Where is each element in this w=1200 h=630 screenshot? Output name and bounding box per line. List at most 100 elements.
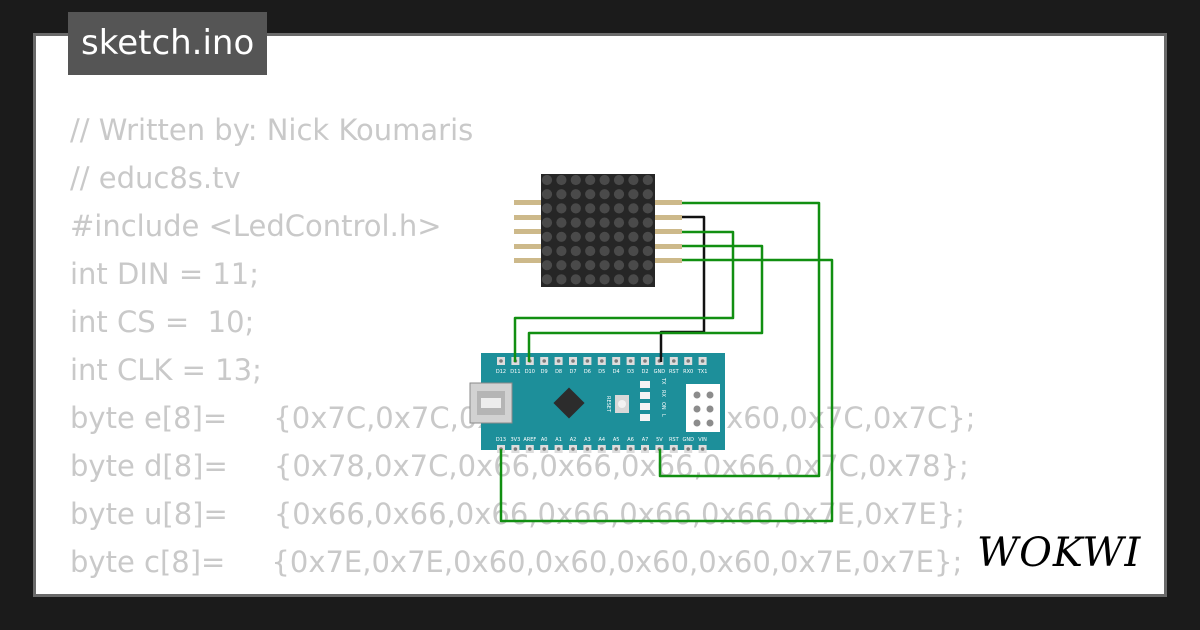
- nano-pin-label: D6: [584, 369, 591, 375]
- nano-pin-label: D3: [627, 369, 634, 375]
- code-line: // educ8s.tv: [70, 161, 241, 195]
- matrix-led: [541, 203, 553, 214]
- icsp-pin: [693, 419, 701, 427]
- matrix-led: [556, 231, 567, 242]
- matrix-led: [642, 245, 653, 257]
- code-line: int DIN = 11;: [70, 257, 260, 291]
- matrix-led: [599, 245, 610, 257]
- matrix-led: [570, 189, 581, 200]
- matrix-led: [628, 245, 639, 257]
- file-tab[interactable]: sketch.ino: [68, 12, 268, 75]
- matrix-led: [541, 231, 553, 242]
- matrix-led: [613, 274, 625, 285]
- wires: [499, 201, 834, 523]
- matrix-led: [570, 260, 581, 271]
- matrix-led: [642, 203, 653, 214]
- matrix-led: [599, 274, 610, 285]
- matrix-dots: [541, 174, 653, 285]
- icsp-pin: [693, 391, 701, 399]
- matrix-led: [613, 245, 625, 257]
- matrix-led: [585, 231, 596, 242]
- matrix-led: [599, 260, 610, 271]
- matrix-led: [613, 203, 625, 214]
- matrix-pins-right: [655, 200, 682, 263]
- led-label-on: ON: [660, 402, 666, 410]
- code-line: byte u[8]= {0x66,0x66,0x66,0x66,0x66,0x6…: [70, 497, 965, 531]
- matrix-led: [556, 174, 567, 186]
- icsp-header: [693, 391, 714, 427]
- matrix-led: [642, 274, 653, 285]
- nano-pin-label: D10: [525, 369, 535, 375]
- led-label-tx: TX: [660, 377, 666, 385]
- nano-pin-label: A0: [541, 437, 548, 443]
- matrix-led: [613, 260, 625, 271]
- nano-pin-label: A5: [613, 437, 620, 443]
- nano-pin-label: A1: [555, 437, 562, 443]
- led-matrix[interactable]: [514, 174, 682, 287]
- nano-pin-label: D8: [555, 369, 562, 375]
- nano-pin-label: GND: [654, 369, 666, 375]
- matrix-led: [599, 217, 610, 228]
- matrix-led: [628, 189, 639, 200]
- matrix-led: [570, 231, 581, 242]
- wire-vcc: [658, 201, 821, 478]
- matrix-led: [613, 189, 625, 200]
- matrix-led: [570, 203, 581, 214]
- matrix-led: [585, 217, 596, 228]
- matrix-led: [628, 260, 639, 271]
- matrix-led: [642, 174, 653, 186]
- nano-pin-label: A2: [570, 437, 577, 443]
- matrix-led: [628, 231, 639, 242]
- matrix-led: [599, 203, 610, 214]
- matrix-led: [613, 174, 625, 186]
- matrix-led: [628, 217, 639, 228]
- matrix-led: [585, 203, 596, 214]
- nano-pin-label: 3V3: [511, 437, 521, 443]
- icsp-pin: [706, 405, 714, 413]
- matrix-led: [628, 203, 639, 214]
- icsp-pin: [706, 419, 714, 427]
- nano-pin-label: TX1: [697, 369, 708, 375]
- icsp-pin: [693, 405, 701, 413]
- matrix-led: [556, 203, 567, 214]
- nano-pin-label: D2: [641, 369, 648, 375]
- nano-pins-bottom: [497, 445, 707, 453]
- matrix-led: [585, 245, 596, 257]
- code-line: #include <LedControl.h>: [70, 209, 442, 243]
- matrix-led: [541, 260, 553, 271]
- nano-pin-label: VIN: [698, 437, 707, 443]
- matrix-led: [541, 189, 553, 200]
- matrix-led: [556, 245, 567, 257]
- nano-pin-label: A7: [642, 437, 649, 443]
- wokwi-logo-text: WOKWI: [977, 530, 1141, 576]
- matrix-led: [541, 245, 553, 257]
- wire-gnd: [659, 215, 706, 362]
- nano-pin-label: A6: [627, 437, 634, 443]
- code-line: int CS = 10;: [70, 305, 255, 339]
- code-line: byte eight[8]= {0x7E,0x7E,0x66,0x7E,0x7E…: [70, 586, 983, 594]
- wire-din: [513, 230, 735, 362]
- matrix-led: [642, 260, 653, 271]
- matrix-led: [613, 231, 625, 242]
- matrix-led: [556, 274, 567, 285]
- nano-pin-label: D5: [598, 369, 605, 375]
- matrix-led: [642, 217, 653, 228]
- nano-pin-label: GND: [682, 437, 694, 443]
- matrix-led: [541, 174, 553, 186]
- matrix-led: [570, 174, 581, 186]
- nano-pin-label: D9: [541, 369, 548, 375]
- matrix-led: [585, 274, 596, 285]
- matrix-led: [556, 189, 567, 200]
- nano-pin-label: RST: [669, 369, 680, 375]
- matrix-led: [541, 217, 553, 228]
- nano-pin-label: D12: [496, 369, 506, 375]
- wire-cs: [527, 244, 764, 362]
- matrix-led: [599, 189, 610, 200]
- matrix-led: [628, 274, 639, 285]
- nano-pin-label: RX0: [683, 369, 693, 375]
- wokwi-logo: WOKWI: [977, 530, 1141, 576]
